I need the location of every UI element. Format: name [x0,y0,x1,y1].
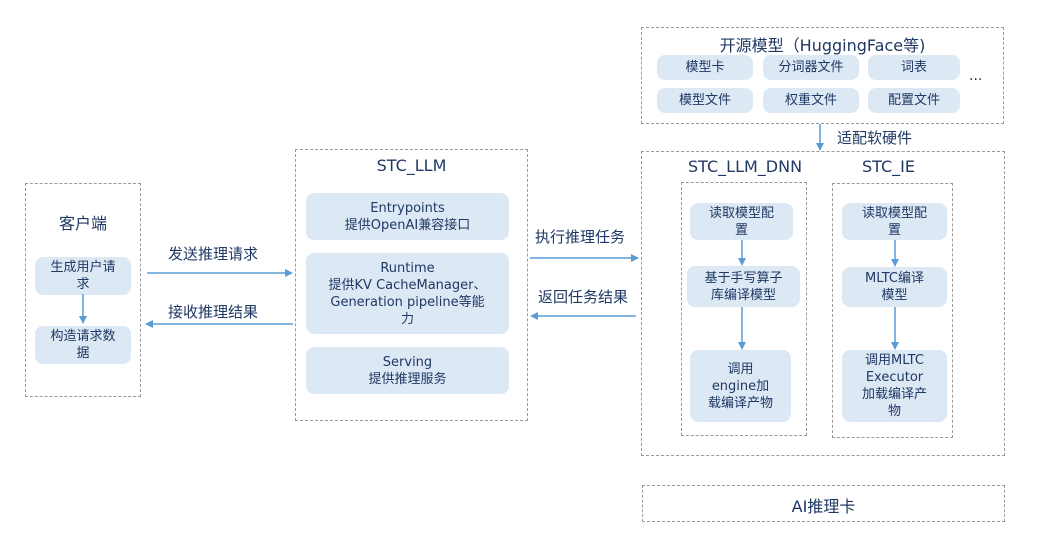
open-models-group: 开源模型（HuggingFace等) 模型卡 分词器文件 词表 模型文件 权重文… [641,27,1004,124]
receive-result-label: 接收推理结果 [168,303,259,321]
return-result-label: 返回任务结果 [538,288,629,306]
more-ellipsis: ... [969,68,983,84]
model-item-model-card[interactable]: 模型卡 [657,55,753,80]
client-group: 客户端 生成用户请求 构造请求数据 [25,183,141,397]
client-title: 客户端 [58,214,107,233]
client-step-generate-request[interactable]: 生成用户请求 [35,257,131,295]
dnn-step-read-config[interactable]: 读取模型配置 [690,203,793,240]
backend-group [641,151,1005,456]
open-models-title: 开源模型（HuggingFace等) [719,36,926,55]
send-request-label: 发送推理请求 [168,245,259,263]
execute-task-label: 执行推理任务 [535,228,626,246]
stc-llm-title: STC_LLM [376,156,447,175]
ai-card-box[interactable]: AI推理卡 [642,485,1005,522]
ie-step-mltc-compile[interactable]: MLTC编译模型 [842,267,947,307]
stc-llm-dnn-title: STC_LLM_DNN [688,157,803,176]
model-item-tokenizer[interactable]: 分词器文件 [763,55,859,80]
client-step-build-data[interactable]: 构造请求数据 [35,326,131,364]
ie-step-read-config[interactable]: 读取模型配置 [842,203,947,240]
dnn-step-compile[interactable]: 基于手写算子库编译模型 [687,266,800,307]
model-item-config[interactable]: 配置文件 [868,88,960,113]
stc-ie-title: STC_IE [862,157,915,176]
model-item-vocab[interactable]: 词表 [868,55,960,80]
ai-card-label: AI推理卡 [791,497,856,516]
model-item-model-file[interactable]: 模型文件 [657,88,753,113]
stc-llm-dnn-group [681,182,807,436]
module-runtime[interactable]: Runtime 提供KV CacheManager、 Generation pi… [306,253,509,334]
adapt-label: 适配软硬件 [837,129,913,147]
model-item-weights[interactable]: 权重文件 [763,88,859,113]
stc-ie-group [832,183,953,438]
